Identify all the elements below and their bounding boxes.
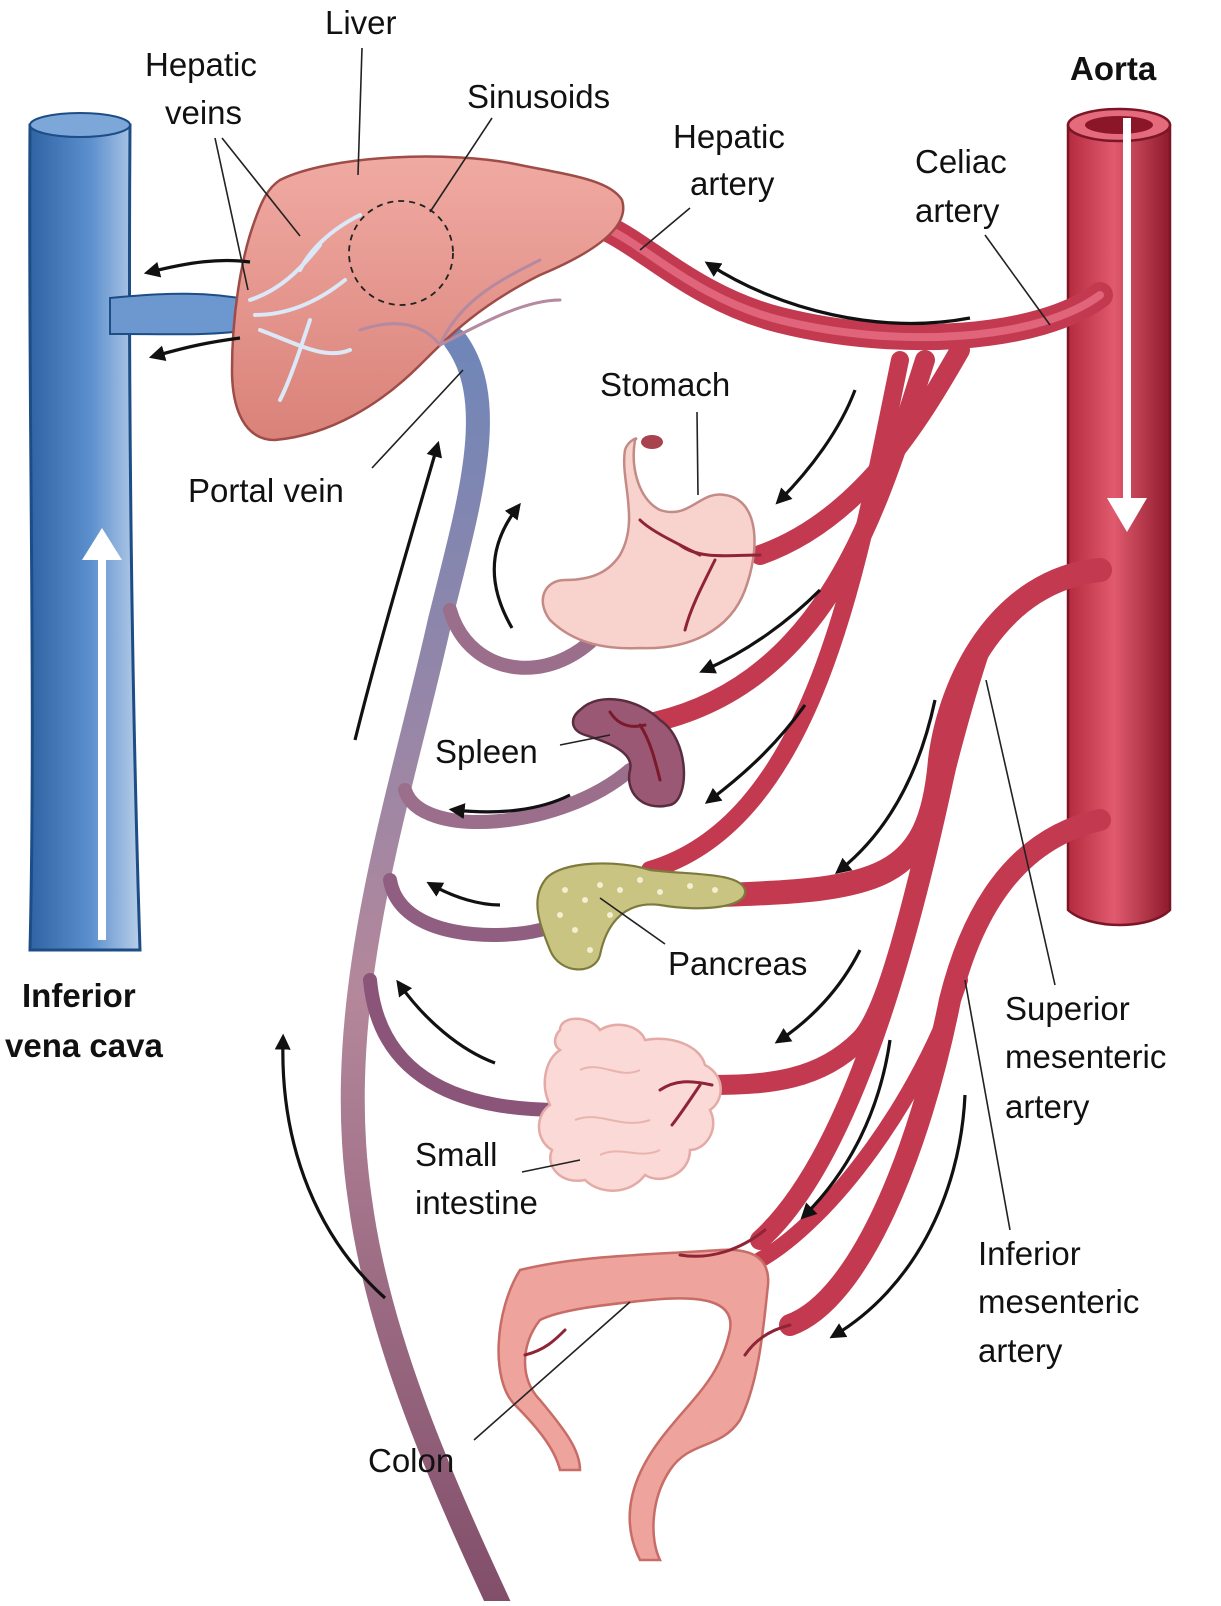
arrow-icon xyxy=(800,1039,892,1220)
spleen xyxy=(571,697,686,808)
colon xyxy=(497,1228,792,1562)
aorta-label: Aorta xyxy=(1070,50,1157,87)
small-intestine xyxy=(537,1017,722,1192)
arrow-icon xyxy=(448,793,571,820)
arrow-icon xyxy=(492,502,521,629)
arterial-branches xyxy=(597,217,1113,1336)
arrow-icon xyxy=(699,588,822,674)
arrow-icon xyxy=(426,881,501,907)
sinusoids-marker xyxy=(348,200,454,306)
ivc-label-2: vena cava xyxy=(5,1027,163,1064)
arrow-icon xyxy=(704,704,807,804)
arrow-icon xyxy=(353,440,443,741)
arrow-icon xyxy=(835,699,937,875)
spleen-label: Spleen xyxy=(435,733,538,770)
hepatic-veins-label-2: veins xyxy=(165,94,242,131)
ivc-flow-arrow-icon xyxy=(82,528,122,940)
inferior-mesenteric-label-2: mesenteric xyxy=(978,1283,1139,1320)
labels: Liver Hepatic veins Sinusoids Hepatic ar… xyxy=(5,4,1166,1479)
small-intestine-label-2: intestine xyxy=(415,1184,538,1221)
arrow-icon xyxy=(704,261,971,325)
arrow-icon xyxy=(148,336,241,362)
inferior-mesenteric-label-3: artery xyxy=(978,1332,1063,1369)
pancreas xyxy=(536,862,747,971)
liver xyxy=(230,155,625,442)
sinusoids-label: Sinusoids xyxy=(467,78,610,115)
stomach xyxy=(541,435,762,650)
aorta xyxy=(1066,107,1172,927)
arrow-icon xyxy=(774,949,862,1044)
arrow-icon xyxy=(829,1094,967,1339)
liver-label: Liver xyxy=(325,4,397,41)
arrow-icon xyxy=(396,979,496,1065)
small-intestine-label-1: Small xyxy=(415,1136,498,1173)
portal-vein xyxy=(340,328,637,1606)
arrow-icon xyxy=(775,389,857,505)
ivc-label-1: Inferior xyxy=(22,977,136,1014)
flow-arrows xyxy=(143,258,971,1339)
arrow-icon xyxy=(274,1033,387,1300)
stomach-label: Stomach xyxy=(600,366,730,403)
colon-label: Colon xyxy=(368,1442,454,1479)
superior-mesenteric-label-2: mesenteric xyxy=(1005,1038,1166,1075)
inferior-mesenteric-label-1: Inferior xyxy=(978,1235,1081,1272)
portal-vein-label: Portal vein xyxy=(188,472,344,509)
superior-mesenteric-label-1: Superior xyxy=(1005,990,1130,1027)
hepatic-artery-label-2: artery xyxy=(690,165,775,202)
superior-mesenteric-label-3: artery xyxy=(1005,1088,1090,1125)
celiac-artery-label-2: artery xyxy=(915,192,1000,229)
inferior-vena-cava xyxy=(28,112,251,952)
arrow-icon xyxy=(143,258,251,278)
aorta-flow-arrow-icon xyxy=(1107,118,1147,532)
celiac-artery-label-1: Celiac xyxy=(915,143,1007,180)
leader-lines xyxy=(214,47,1056,1441)
hepatic-veins-label-1: Hepatic xyxy=(145,46,257,83)
pancreas-label: Pancreas xyxy=(668,945,807,982)
hepatic-artery-label-1: Hepatic xyxy=(673,118,785,155)
